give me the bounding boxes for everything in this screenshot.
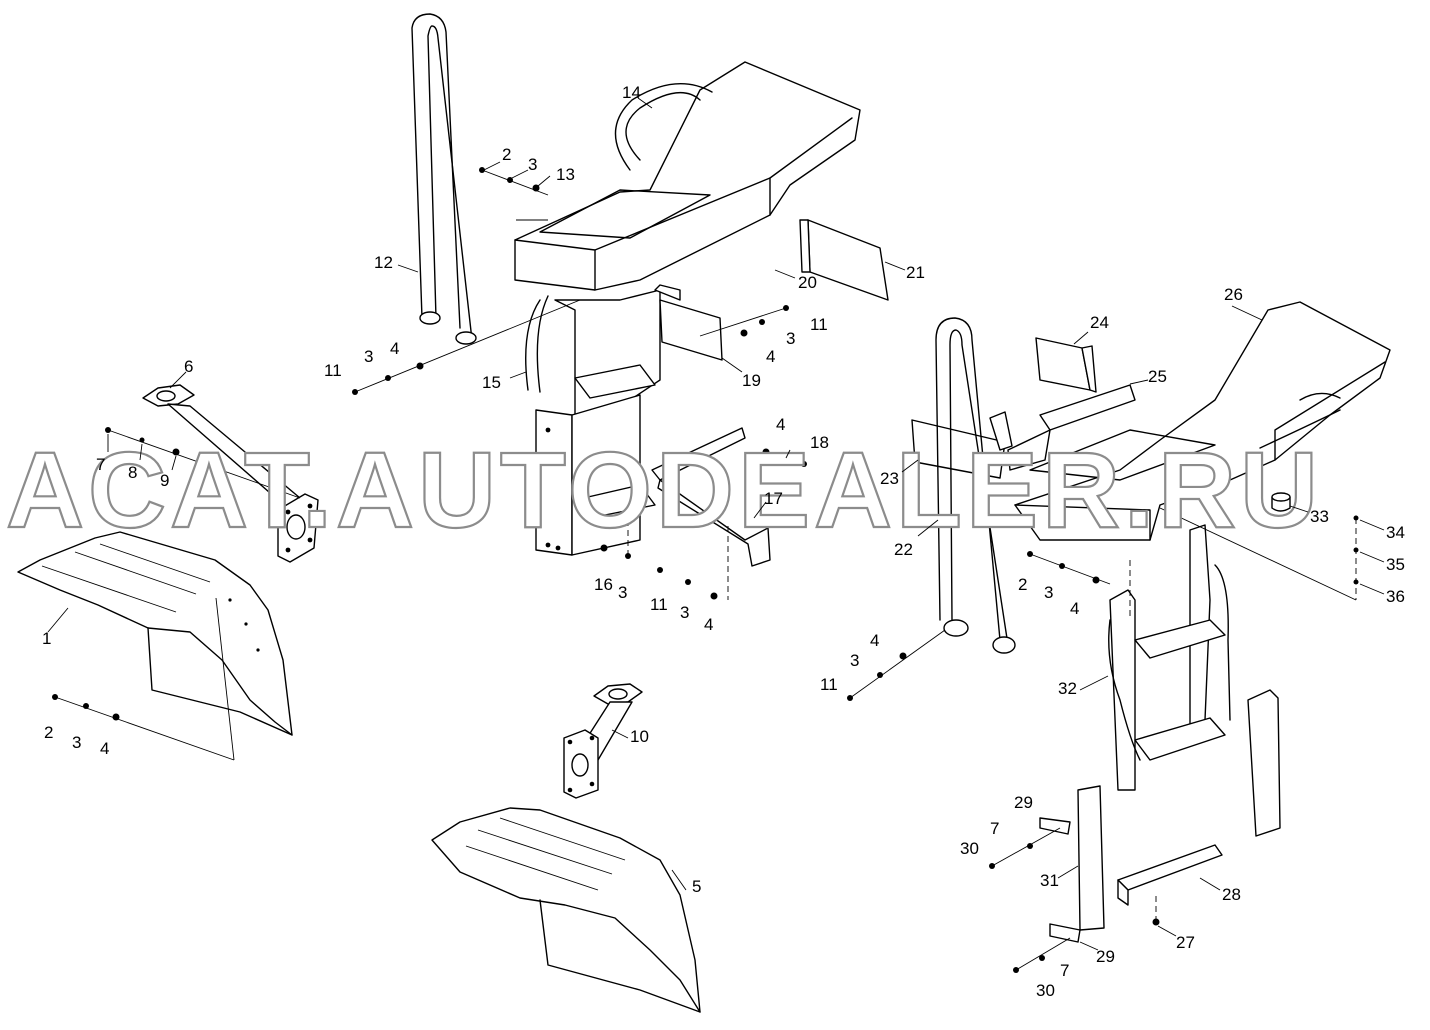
callout-21: 21 (906, 263, 925, 282)
callout-2a: 2 (44, 723, 53, 742)
bracket-25 (1007, 384, 1136, 471)
callout-36: 36 (1386, 587, 1405, 606)
callout-15: 15 (482, 373, 501, 392)
callout-35: 35 (1386, 555, 1405, 574)
callout-3h: 3 (850, 651, 859, 670)
callout-4f: 4 (1070, 599, 1079, 618)
callout-28: 28 (1222, 885, 1241, 904)
callout-1: 1 (42, 629, 51, 648)
bracket-17 (651, 427, 771, 567)
callout-4e: 4 (704, 615, 713, 634)
callout-3f: 3 (680, 603, 689, 622)
callout-4c: 4 (766, 347, 775, 366)
fender-left (17, 531, 293, 736)
stop-33 (1271, 492, 1291, 512)
callout-32: 32 (1058, 679, 1077, 698)
callout-leaders (47, 97, 1385, 951)
callout-12: 12 (374, 253, 393, 272)
callout-3c: 3 (364, 347, 373, 366)
callout-2b: 2 (502, 145, 511, 164)
support-31 (1077, 785, 1105, 931)
callout-29a: 29 (1014, 793, 1033, 812)
callout-29b: 29 (1096, 947, 1115, 966)
callout-4a: 4 (100, 739, 109, 758)
ladder-32 (1108, 524, 1231, 791)
callout-labels: 1 2 3 4 5 6 7 8 9 10 11 12 13 14 15 16 1… (42, 83, 1405, 1000)
callout-17: 17 (764, 489, 783, 508)
callout-18: 18 (810, 433, 829, 452)
bracket-23 (911, 411, 1013, 479)
callout-34: 34 (1386, 523, 1405, 542)
callout-7b: 7 (990, 819, 999, 838)
callout-31: 31 (1040, 871, 1059, 890)
assembly-lines (54, 169, 1357, 971)
callout-11c: 11 (650, 595, 668, 614)
plate-19 (654, 284, 723, 361)
callout-19: 19 (742, 371, 761, 390)
plate-21 (799, 219, 889, 301)
callout-9: 9 (160, 471, 169, 490)
callout-7c: 7 (1060, 961, 1069, 980)
fender-lower (431, 807, 701, 1013)
callout-4g: 4 (870, 631, 879, 650)
callout-7a: 7 (96, 455, 105, 474)
callout-27: 27 (1176, 933, 1195, 952)
handrail-22 (935, 317, 1016, 654)
callout-26: 26 (1224, 285, 1243, 304)
callout-5: 5 (692, 877, 701, 896)
step-platform-right (1014, 301, 1391, 541)
step-platform-left (514, 61, 861, 556)
callout-33: 33 (1310, 507, 1329, 526)
callout-20: 20 (798, 273, 817, 292)
callout-3b: 3 (528, 155, 537, 174)
callout-10: 10 (630, 727, 649, 746)
clip-29 (1039, 817, 1081, 943)
watermark: ACAT.AUTODEALER.RU (6, 429, 1322, 550)
callout-13: 13 (556, 165, 575, 184)
callout-22: 22 (894, 540, 913, 559)
callout-25: 25 (1148, 367, 1167, 386)
fasteners (52, 167, 1359, 973)
callout-23: 23 (880, 469, 899, 488)
handrail-12 (411, 13, 477, 345)
callout-11b: 11 (810, 315, 828, 334)
callout-11d: 11 (820, 675, 838, 694)
callout-16: 16 (594, 575, 613, 594)
callout-3e: 3 (618, 583, 627, 602)
callout-3d: 3 (786, 329, 795, 348)
callout-8: 8 (128, 463, 137, 482)
callout-11a: 11 (324, 361, 342, 380)
callout-4b: 4 (390, 339, 399, 358)
callout-24: 24 (1090, 313, 1109, 332)
callout-6: 6 (184, 357, 193, 376)
bracket-10 (563, 683, 643, 799)
callout-14: 14 (622, 83, 641, 102)
support-28 (1117, 689, 1281, 906)
bracket-6 (142, 384, 319, 563)
callout-4d: 4 (776, 415, 785, 434)
plate-24 (1035, 337, 1097, 393)
callout-30b: 30 (1036, 981, 1055, 1000)
callout-3g: 3 (1044, 583, 1053, 602)
callout-3a: 3 (72, 733, 81, 752)
callout-2c: 2 (1018, 575, 1027, 594)
callout-30a: 30 (960, 839, 979, 858)
